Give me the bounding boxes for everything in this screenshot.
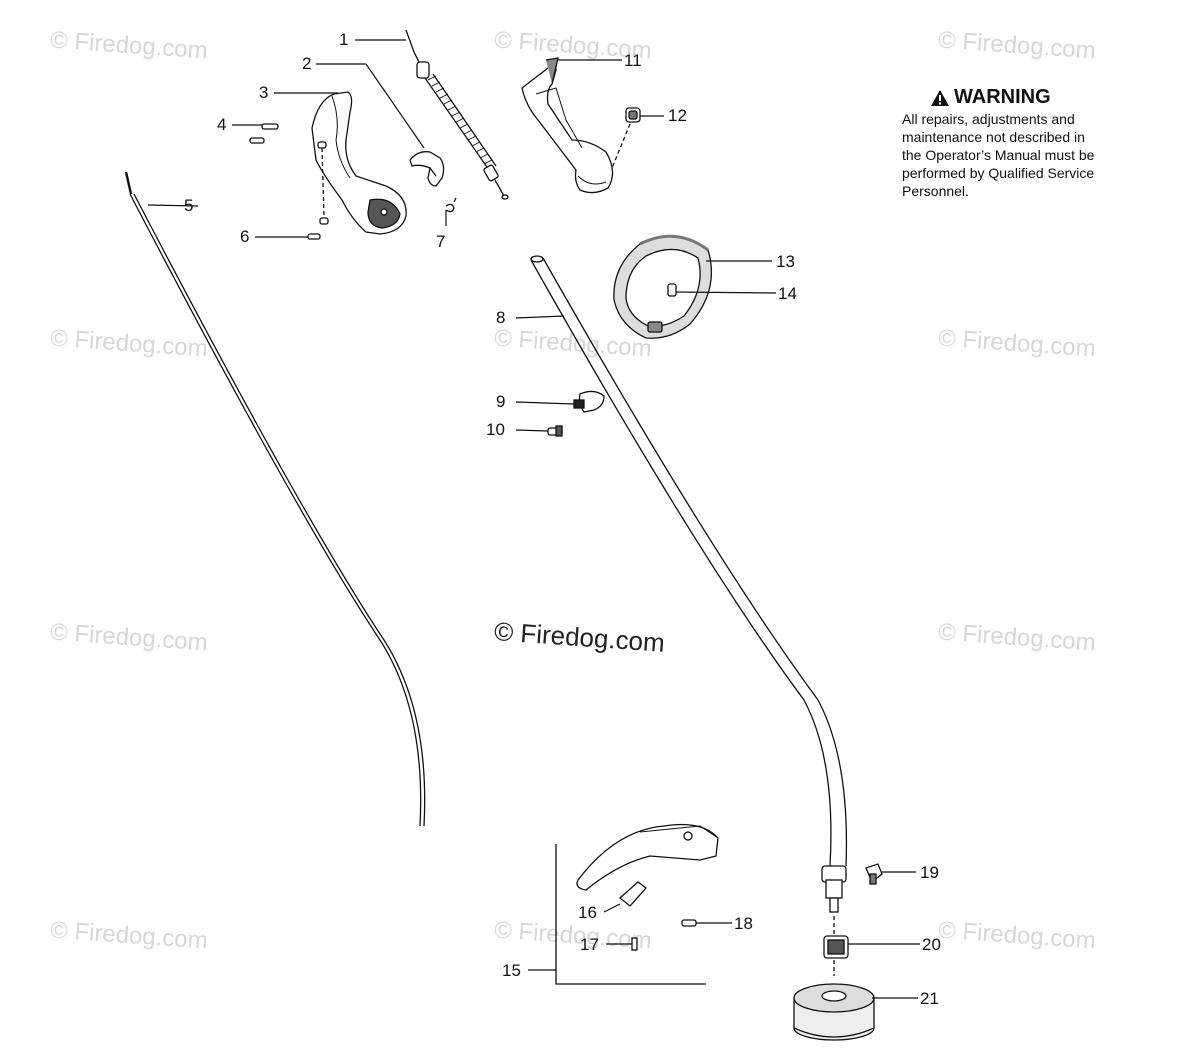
loop-handle xyxy=(613,234,713,339)
callout-17: 17 xyxy=(580,935,599,954)
screw xyxy=(631,937,638,951)
shaft-coupling xyxy=(821,865,847,976)
flex-drive-shaft xyxy=(124,171,426,827)
handle-half xyxy=(521,57,614,194)
callout-4: 4 xyxy=(217,115,227,134)
screw xyxy=(647,283,677,333)
callout-11: 11 xyxy=(624,51,642,70)
callout-3: 3 xyxy=(259,83,269,102)
warning-line: performed by Qualified Service xyxy=(902,165,1095,181)
leader-lines xyxy=(147,39,920,999)
wing-screw xyxy=(865,863,883,885)
callout-13: 13 xyxy=(776,252,795,271)
throttle-cable xyxy=(405,29,509,200)
callout-14: 14 xyxy=(778,284,797,303)
warning-triangle-icon xyxy=(931,89,949,106)
screw xyxy=(547,425,563,437)
line-cutter-blade xyxy=(618,881,647,907)
trimmer-head xyxy=(793,983,875,1041)
callout-7: 7 xyxy=(436,232,446,251)
screw xyxy=(307,141,329,240)
callout-18: 18 xyxy=(734,914,753,933)
warning-line: All repairs, adjustments and xyxy=(902,111,1075,127)
bracket xyxy=(573,390,605,413)
callout-8: 8 xyxy=(496,308,506,327)
collar-nut xyxy=(823,935,849,959)
callout-9: 9 xyxy=(496,392,506,411)
warning-line: the Operator’s Manual must be xyxy=(902,147,1095,163)
spring xyxy=(445,197,457,213)
handle-housing xyxy=(311,91,407,235)
callout-12: 12 xyxy=(668,106,687,125)
warning-notice: WARNING All repairs, adjustments and mai… xyxy=(902,86,1142,200)
throttle-trigger xyxy=(409,151,445,187)
nut xyxy=(611,107,641,169)
screw xyxy=(681,919,697,927)
callout-19: 19 xyxy=(920,863,939,882)
callout-21: 21 xyxy=(920,989,939,1008)
callout-10: 10 xyxy=(486,420,505,439)
callout-16: 16 xyxy=(578,903,597,922)
callout-2: 2 xyxy=(302,54,312,73)
warning-body: All repairs, adjustments and maintenance… xyxy=(902,110,1142,200)
warning-title: WARNING xyxy=(954,86,1051,108)
callout-20: 20 xyxy=(922,935,941,954)
callout-1: 1 xyxy=(339,30,349,49)
shield-kit-frame xyxy=(555,823,719,985)
warning-line: maintenance not described in xyxy=(902,129,1085,145)
callout-6: 6 xyxy=(240,227,250,246)
screw xyxy=(249,123,279,144)
callout-5: 5 xyxy=(184,196,194,215)
warning-line: Personnel. xyxy=(902,183,969,199)
shaft-tube xyxy=(530,255,848,867)
callout-15: 15 xyxy=(502,961,521,980)
